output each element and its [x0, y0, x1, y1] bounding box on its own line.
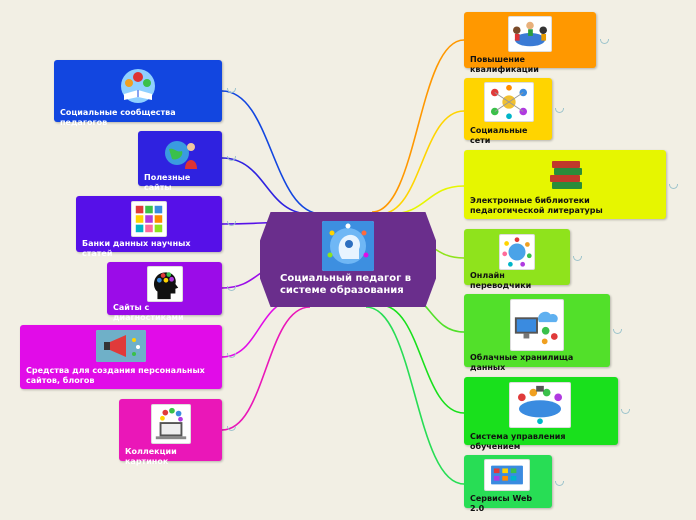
- chevron-down-icon[interactable]: [227, 88, 236, 93]
- node-label: Социальные сети: [470, 126, 528, 145]
- node-scientific-article-banks[interactable]: Банки данных научных статей: [76, 196, 222, 258]
- node-label: Сервисы Web 2.0: [470, 494, 533, 513]
- central-topic[interactable]: Социальный педагог в системе образования: [260, 212, 436, 307]
- connector-right-0: [371, 39, 465, 213]
- chevron-down-icon[interactable]: [227, 286, 236, 291]
- connector-right-1: [379, 110, 465, 215]
- node-electronic-libraries[interactable]: Электронные библиотеки педагогической ли…: [464, 150, 666, 219]
- chevron-down-icon[interactable]: [227, 426, 236, 431]
- chevron-down-icon[interactable]: [600, 39, 609, 44]
- node-label: Повышение квалификации: [470, 55, 539, 74]
- cloud-computer-icon: [510, 299, 564, 351]
- connector-left-4: [221, 299, 297, 358]
- chevron-down-icon[interactable]: [669, 184, 678, 189]
- connector-right-2: [389, 185, 465, 215]
- node-social-networks[interactable]: Социальные сети: [464, 78, 552, 145]
- chevron-down-icon[interactable]: [227, 156, 236, 161]
- node-label: Банки данных научных статей: [82, 239, 191, 258]
- node-label: Полезные сайты: [144, 173, 191, 192]
- head-profile-icon: [147, 266, 183, 302]
- node-label: Электронные библиотеки педагогической ли…: [470, 196, 603, 215]
- social-network-icon: [484, 82, 534, 122]
- node-professional-development[interactable]: Повышение квалификации: [464, 12, 596, 74]
- node-label: Система управления обучением: [470, 432, 566, 451]
- node-online-translators[interactable]: Онлайн переводчики: [464, 229, 570, 290]
- web-apps-icon: [484, 459, 530, 491]
- laptop-apps-icon: [151, 404, 191, 444]
- connector-left-1: [221, 157, 311, 215]
- node-personal-site-tools[interactable]: Средства для создания персональных сайто…: [20, 325, 222, 389]
- node-label: Онлайн переводчики: [470, 271, 532, 290]
- chevron-down-icon[interactable]: [555, 108, 564, 113]
- globe-person-icon: [162, 135, 200, 171]
- node-diagnostic-sites[interactable]: Сайты с диагностиками: [107, 262, 222, 322]
- node-label: Средства для создания персональных сайто…: [26, 366, 205, 385]
- node-useful-sites[interactable]: Полезные сайты: [138, 131, 222, 192]
- node-label: Социальные сообщества педагогов: [60, 108, 176, 127]
- megaphone-icon: [96, 330, 146, 362]
- meeting-icon: [508, 16, 552, 52]
- node-label: Облачные хранилища данных: [470, 353, 574, 372]
- connector-right-5: [379, 304, 465, 414]
- connector-right-6: [365, 306, 465, 485]
- node-image-collections[interactable]: Коллекции картинок: [119, 399, 222, 466]
- teamwork-table-icon: [509, 382, 571, 428]
- chevron-down-icon[interactable]: [573, 256, 582, 261]
- books-icon: [546, 158, 586, 192]
- node-label: Сайты с диагностиками: [113, 303, 184, 322]
- node-cloud-storage[interactable]: Облачные хранилища данных: [464, 294, 610, 372]
- globe-icon: [499, 234, 535, 270]
- node-learning-management-system[interactable]: Система управления обучением: [464, 377, 618, 451]
- chevron-down-icon[interactable]: [227, 221, 236, 226]
- central-topic-label: Социальный педагог в системе образования: [280, 273, 412, 296]
- head-gears-icon: [322, 221, 374, 271]
- node-web20-services[interactable]: Сервисы Web 2.0: [464, 455, 552, 513]
- node-teacher-communities[interactable]: Социальные сообщества педагогов: [54, 60, 222, 127]
- chevron-down-icon[interactable]: [621, 409, 630, 414]
- chevron-down-icon[interactable]: [613, 329, 622, 334]
- puzzle-apps-icon: [131, 201, 167, 237]
- connector-left-0: [221, 90, 323, 215]
- people-book-icon: [118, 66, 158, 104]
- connector-left-5: [221, 306, 311, 431]
- chevron-down-icon[interactable]: [555, 481, 564, 486]
- node-label: Коллекции картинок: [125, 447, 177, 466]
- chevron-down-icon[interactable]: [227, 353, 236, 358]
